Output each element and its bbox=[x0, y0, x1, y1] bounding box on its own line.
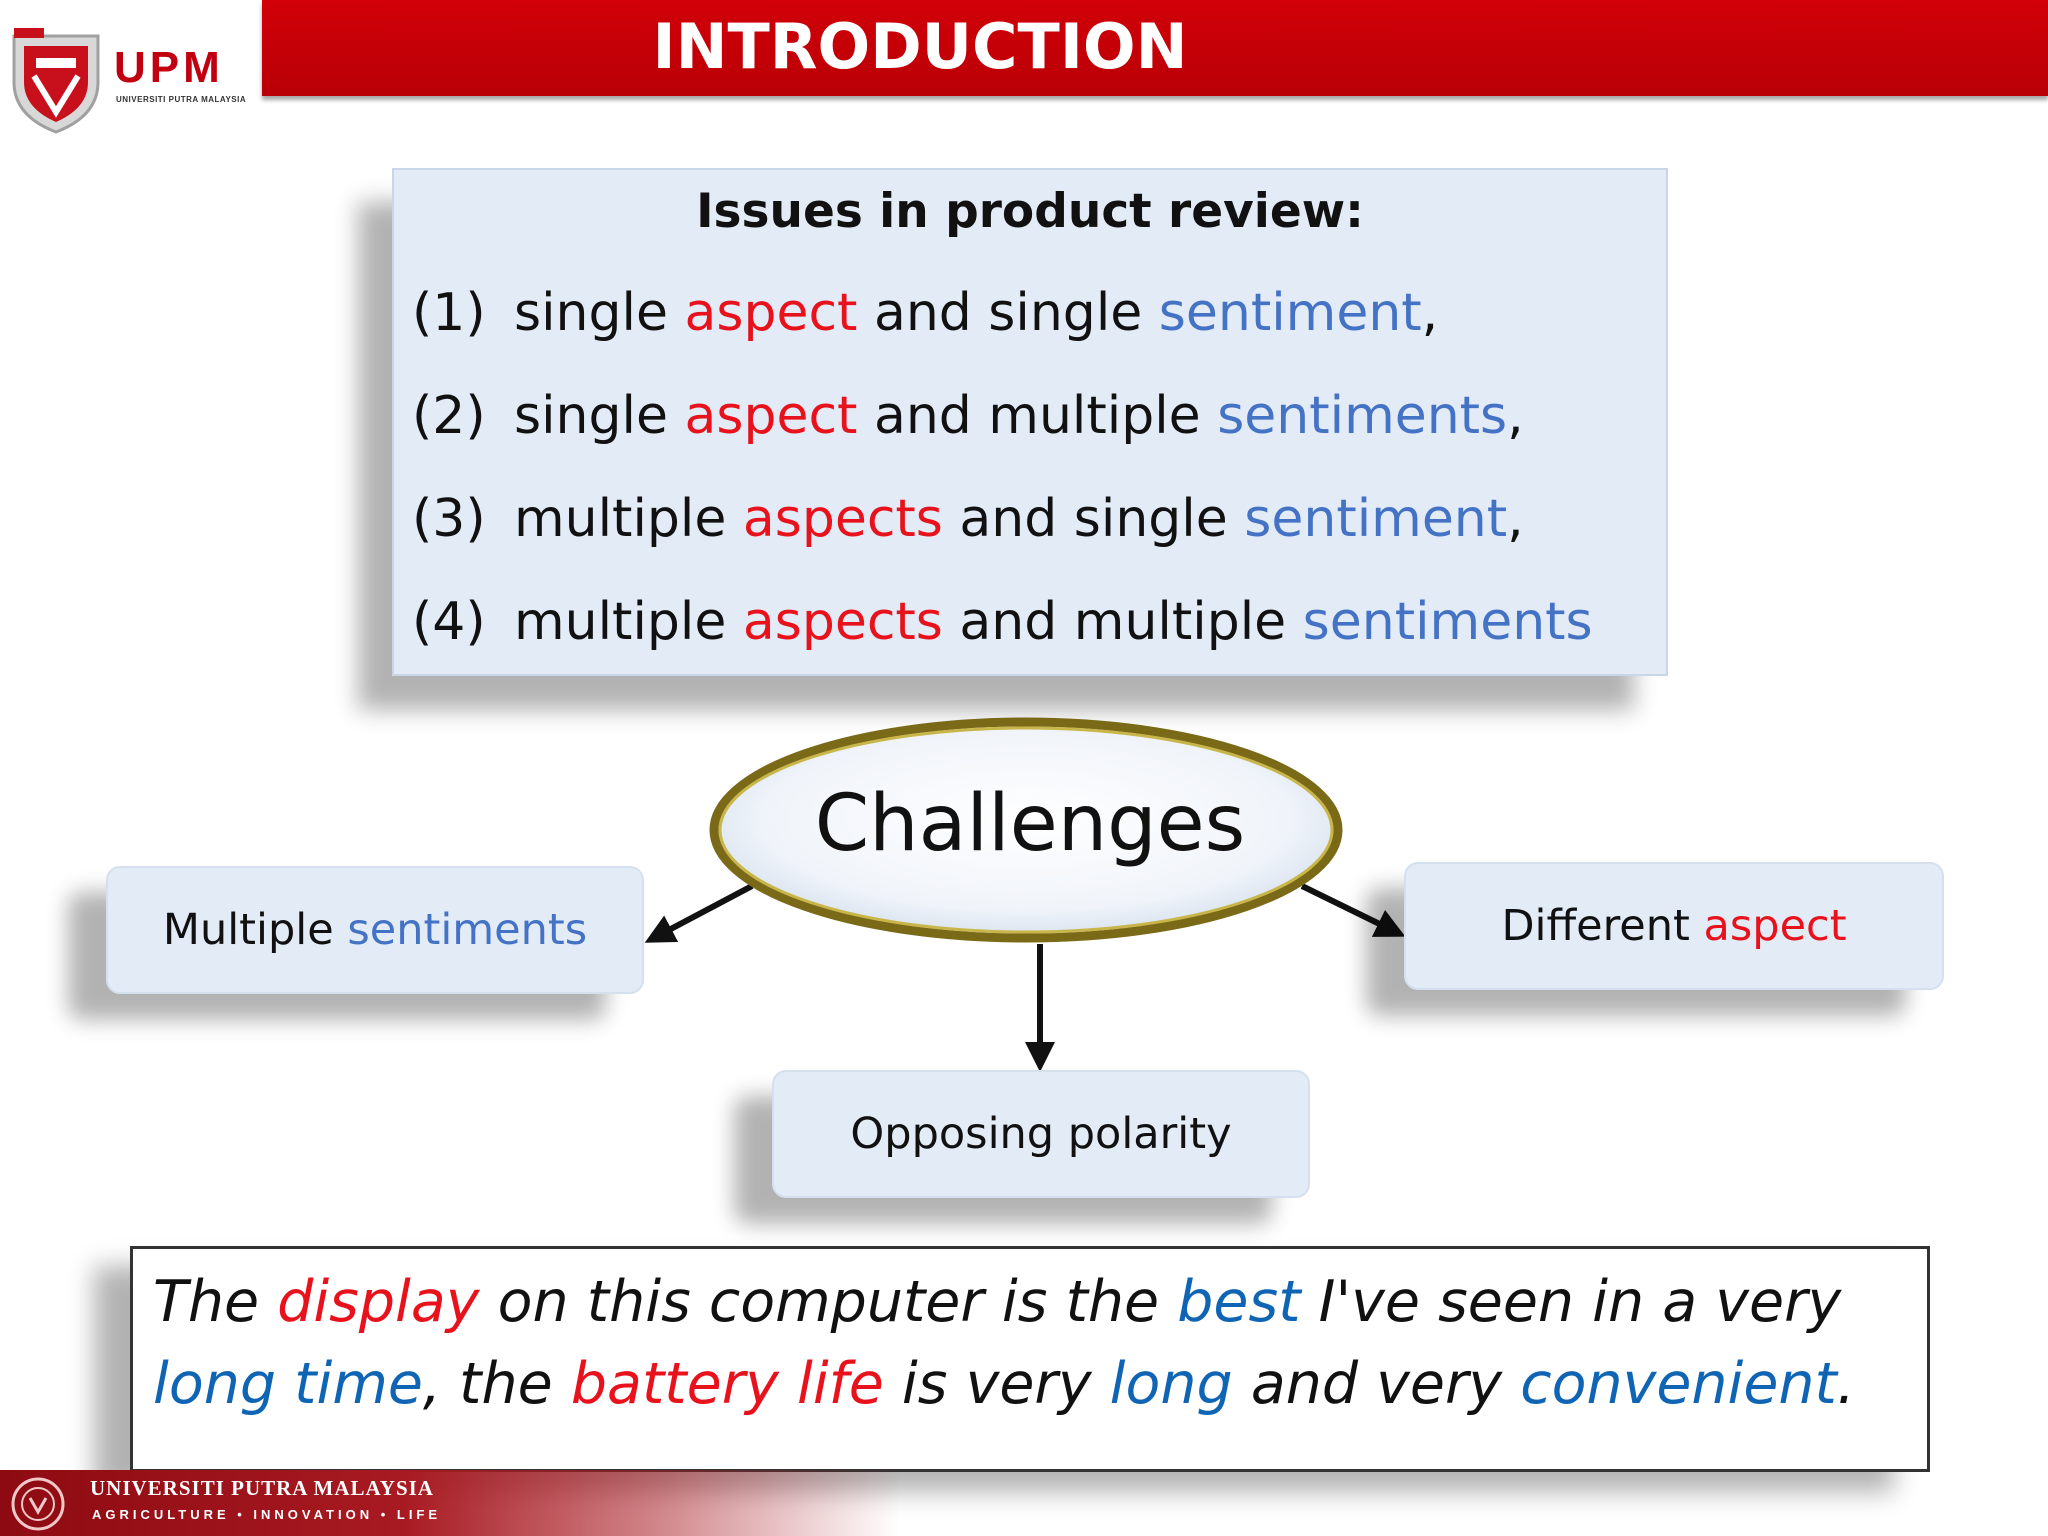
quote-text: I've seen in a very bbox=[1300, 1269, 1842, 1335]
quote-aspect: display bbox=[277, 1269, 480, 1335]
example-review-box: The display on this computer is the best… bbox=[130, 1246, 1930, 1472]
quote-sentiment: long time bbox=[153, 1351, 423, 1417]
issue-number: (2) bbox=[412, 386, 486, 446]
challenge-multiple-sentiments: Multiple sentiments bbox=[106, 866, 644, 994]
issue-number: (4) bbox=[412, 592, 486, 652]
issue-text: and multiple bbox=[942, 592, 1303, 652]
issue-sentiment: sentiment bbox=[1158, 283, 1422, 343]
quote-text: . bbox=[1836, 1351, 1856, 1417]
upm-shield-icon bbox=[12, 28, 100, 134]
issue-text: and single bbox=[857, 283, 1159, 343]
issue-item: (4) multiple aspects and multiple sentime… bbox=[412, 591, 1593, 653]
quote-sentiment: long bbox=[1109, 1351, 1233, 1417]
challenges-ellipse bbox=[709, 717, 1343, 943]
issue-item: (2) single aspect and multiple sentiments… bbox=[412, 385, 1524, 447]
challenge-text: Multiple bbox=[162, 905, 348, 955]
challenge-text: Opposing polarity bbox=[850, 1109, 1232, 1159]
quote-text: and very bbox=[1232, 1351, 1521, 1417]
arrow-left bbox=[644, 883, 754, 943]
issue-sentiment: sentiment bbox=[1244, 489, 1508, 549]
quote-sentiment: convenient bbox=[1520, 1351, 1837, 1417]
challenge-different-aspect: Different aspect bbox=[1404, 862, 1944, 990]
quote-text: is very bbox=[883, 1351, 1110, 1417]
logo-wordmark: UPM bbox=[114, 43, 224, 92]
issue-item: (3) multiple aspects and single sentiment… bbox=[412, 488, 1524, 550]
footer-tagline: AGRICULTURE • INNOVATION • LIFE bbox=[92, 1507, 442, 1522]
footer-university-name: UNIVERSITI PUTRA MALAYSIA bbox=[90, 1476, 434, 1500]
issues-title: Issues in product review: bbox=[696, 184, 1364, 239]
issue-sentiment: sentiments bbox=[1302, 592, 1593, 652]
issue-text: multiple bbox=[514, 489, 743, 549]
issue-text: single bbox=[514, 283, 685, 343]
issue-text: multiple bbox=[514, 592, 743, 652]
issue-number: (1) bbox=[412, 283, 486, 343]
issue-text: and multiple bbox=[857, 386, 1218, 446]
issue-aspect: aspects bbox=[742, 489, 943, 549]
logo-subtext: UNIVERSITI PUTRA MALAYSIA bbox=[116, 95, 247, 104]
challenge-highlight: sentiments bbox=[347, 905, 588, 955]
issue-item: (1) single aspect and single sentiment, bbox=[412, 282, 1438, 344]
challenge-highlight: aspect bbox=[1703, 901, 1847, 951]
challenge-opposing-polarity: Opposing polarity bbox=[772, 1070, 1310, 1198]
issues-panel: Issues in product review: (1) single aspe… bbox=[392, 168, 1668, 676]
footer-bar: UNIVERSITI PUTRA MALAYSIA AGRICULTURE • … bbox=[0, 1470, 900, 1536]
issue-aspect: aspect bbox=[684, 386, 858, 446]
quote-text: , the bbox=[422, 1351, 571, 1417]
quote-sentiment: best bbox=[1177, 1269, 1301, 1335]
upm-logo: UPM UNIVERSITI PUTRA MALAYSIA bbox=[6, 28, 246, 138]
quote-aspect: battery life bbox=[570, 1351, 884, 1417]
issue-aspect: aspect bbox=[684, 283, 858, 343]
issue-punct: , bbox=[1507, 489, 1524, 549]
example-review-text: The display on this computer is the best… bbox=[153, 1261, 1923, 1425]
challenge-text: Different bbox=[1501, 901, 1704, 951]
issue-number: (3) bbox=[412, 489, 486, 549]
issue-text: single bbox=[514, 386, 685, 446]
challenges-label: Challenges bbox=[814, 779, 1246, 869]
arrow-right bbox=[1300, 883, 1406, 937]
issue-punct: , bbox=[1507, 386, 1524, 446]
page-title: INTRODUCTION bbox=[652, 10, 1188, 83]
quote-text: The bbox=[153, 1269, 278, 1335]
header-bar bbox=[262, 0, 2048, 96]
university-seal-icon bbox=[11, 1477, 65, 1531]
issue-sentiment: sentiments bbox=[1217, 386, 1508, 446]
issue-text: and single bbox=[942, 489, 1245, 549]
issue-punct: , bbox=[1421, 283, 1439, 343]
quote-text: on this computer is the bbox=[479, 1269, 1178, 1335]
issue-aspect: aspects bbox=[742, 592, 943, 652]
